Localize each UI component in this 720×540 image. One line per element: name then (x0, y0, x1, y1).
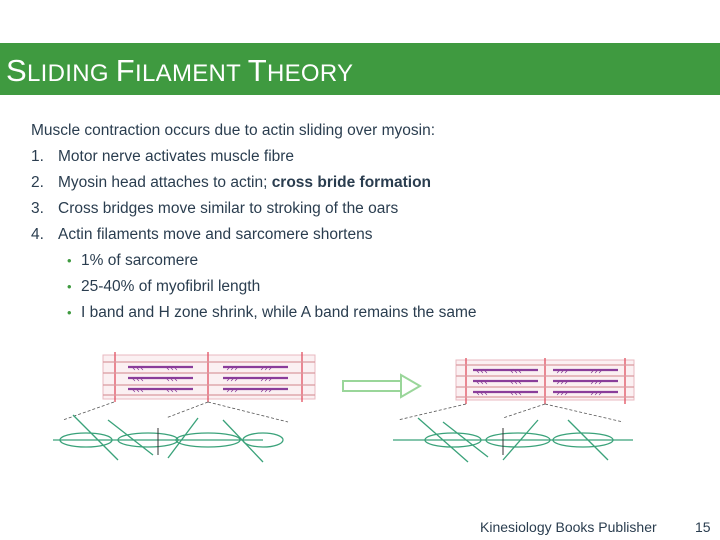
title-word-3: THEORY (247, 53, 354, 88)
svg-text:‹‹‹: ‹‹‹ (476, 366, 488, 377)
svg-text:›››: ››› (226, 385, 238, 396)
bullet-dot-icon: • (67, 253, 72, 268)
step-item: 2.Myosin head attaches to actin; cross b… (31, 174, 432, 191)
step-item: 4.Actin filaments move and sarcomere sho… (31, 226, 373, 243)
bullet-item: •1% of sarcomere (64, 248, 691, 274)
step-item: 1.Motor nerve activates muscle fibre (31, 148, 295, 165)
page-number: 15 (695, 519, 711, 535)
svg-text:‹‹‹: ‹‹‹ (166, 385, 178, 396)
step-bold-term: cross bride formation (271, 174, 432, 191)
svg-text:›››: ››› (556, 377, 568, 388)
svg-text:‹‹‹: ‹‹‹ (510, 377, 522, 388)
svg-text:‹‹‹: ‹‹‹ (166, 363, 178, 374)
step-item: 3.Cross bridges move similar to stroking… (31, 200, 399, 217)
title-word-2: FILAMENT (115, 53, 248, 88)
intro-text: Muscle contraction occurs due to actin s… (31, 122, 436, 139)
slide-title: SLIDING FILAMENT THEORY (6, 53, 353, 89)
svg-text:›››: ››› (590, 366, 602, 377)
svg-text:‹‹‹: ‹‹‹ (476, 377, 488, 388)
bullet-dot-icon: • (67, 279, 72, 294)
title-word-1: SLIDING (6, 53, 116, 88)
svg-text:‹‹‹: ‹‹‹ (166, 374, 178, 385)
svg-text:‹‹‹: ‹‹‹ (476, 388, 488, 399)
svg-text:›››: ››› (226, 374, 238, 385)
relaxed-sarcomere: ‹‹‹‹‹‹ ‹‹‹‹‹‹ ‹‹‹‹‹‹ ›››››› ›››››› ›››››… (53, 352, 316, 463)
title-bar: SLIDING FILAMENT THEORY (0, 43, 720, 95)
svg-text:›››: ››› (590, 388, 602, 399)
svg-text:‹‹‹: ‹‹‹ (510, 388, 522, 399)
bullet-item: •25-40% of myofibril length (64, 274, 691, 300)
svg-text:‹‹‹: ‹‹‹ (132, 363, 144, 374)
svg-text:›››: ››› (590, 377, 602, 388)
bullet-item: •I band and H zone shrink, while A band … (64, 300, 691, 326)
footer-publisher: Kinesiology Books Publisher (480, 519, 657, 535)
svg-text:‹‹‹: ‹‹‹ (132, 374, 144, 385)
slide-body: Muscle contraction occurs due to actin s… (31, 118, 691, 326)
arrow-icon (342, 373, 422, 399)
svg-text:‹‹‹: ‹‹‹ (132, 385, 144, 396)
svg-text:›››: ››› (226, 363, 238, 374)
sub-bullets: •1% of sarcomere •25-40% of myofibril le… (31, 248, 691, 326)
svg-text:‹‹‹: ‹‹‹ (510, 366, 522, 377)
svg-text:›››: ››› (556, 366, 568, 377)
sarcomere-contraction-illustration: ‹‹‹‹‹‹ ‹‹‹‹‹‹ ‹‹‹‹‹‹ ›››››› ›››››› ›››››… (53, 352, 635, 463)
svg-text:›››: ››› (556, 388, 568, 399)
steps-list: 1.Motor nerve activates muscle fibre 2.M… (31, 144, 691, 248)
contracted-sarcomere: ‹‹‹‹‹‹ ‹‹‹‹‹‹ ‹‹‹‹‹‹ ›››››› ›››››› ›››››… (393, 358, 635, 463)
bullet-dot-icon: • (67, 305, 72, 320)
svg-text:›››: ››› (260, 385, 272, 396)
svg-text:›››: ››› (260, 363, 272, 374)
svg-text:›››: ››› (260, 374, 272, 385)
